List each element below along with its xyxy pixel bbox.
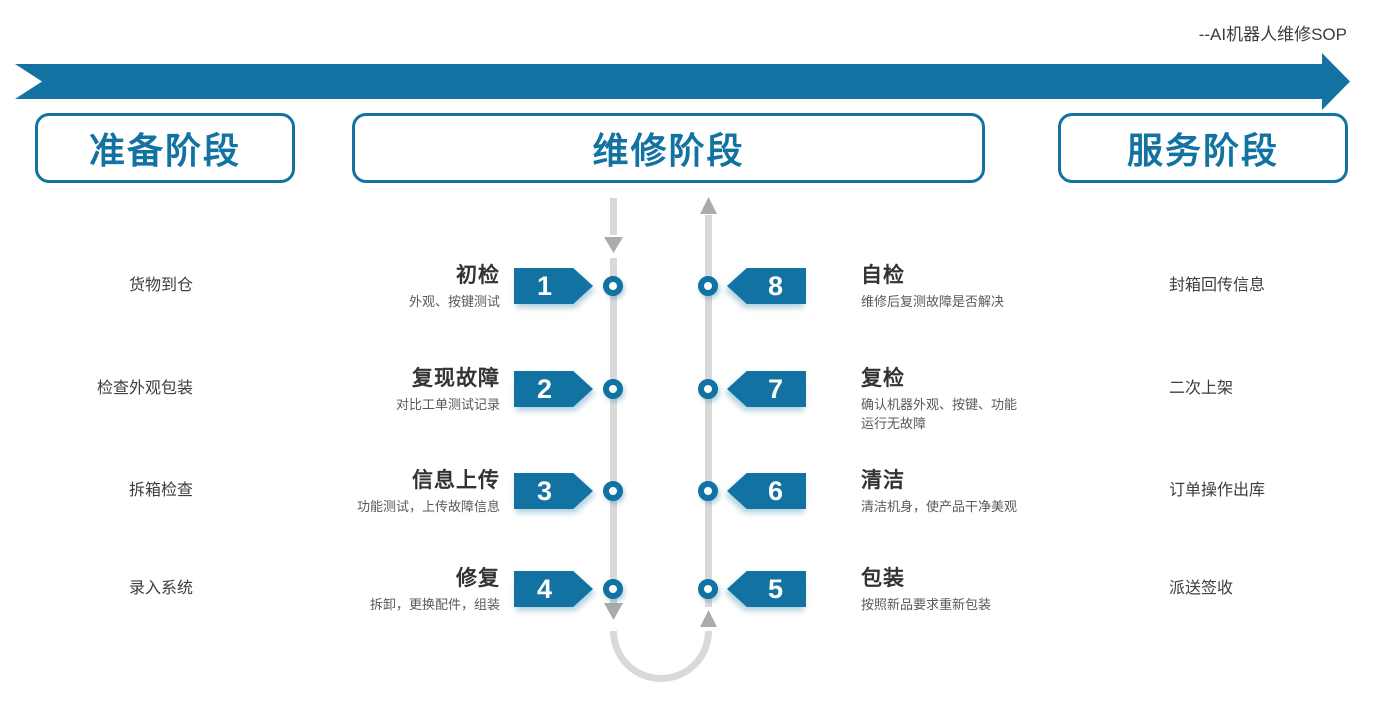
step-text-5: 包装 按照新品要求重新包装	[861, 566, 1121, 614]
badge-number: 1	[514, 268, 593, 304]
step-text-7: 复检 确认机器外观、按键、功能 运行无故障	[861, 366, 1121, 433]
step-badge-6: 6	[727, 473, 806, 509]
step-dot	[698, 481, 718, 501]
badge-number: 6	[727, 473, 806, 509]
step-desc: 清洁机身，使产品干净美观	[861, 499, 1018, 514]
step-dot	[603, 579, 623, 599]
step-badge-7: 7	[727, 371, 806, 407]
step-desc: 外观、按键测试	[408, 294, 500, 309]
step-text-3: 信息上传 功能测试，上传故障信息	[120, 468, 500, 516]
step-text-8: 自检 维修后复测故障是否解决	[861, 263, 1121, 311]
step-title: 包装	[861, 567, 905, 590]
step-text-1: 初检 外观、按键测试	[120, 263, 500, 311]
prep-item-label: 货物到仓	[128, 277, 193, 294]
timeline-arrow-shape	[15, 53, 1350, 110]
badge-number: 7	[727, 371, 806, 407]
step-dot	[698, 276, 718, 296]
step-desc: 按照新品要求重新包装	[861, 597, 992, 612]
up-arrowhead-bottom	[700, 610, 717, 627]
prep-item-label: 录入系统	[128, 580, 193, 597]
doc-tag: --AI机器人维修SOP	[1198, 25, 1347, 44]
step-desc: 功能测试，上传故障信息	[356, 499, 500, 514]
step-dot	[698, 579, 718, 599]
prep-item-label: 检查外观包装	[96, 380, 193, 397]
step-title: 信息上传	[412, 469, 500, 492]
step-desc: 拆卸，更换配件，组装	[369, 597, 500, 612]
step-title: 修复	[456, 567, 500, 590]
step-title: 复检	[861, 367, 905, 390]
step-dot	[603, 276, 623, 296]
step-badge-3: 3	[514, 473, 593, 509]
service-item-label: 派送签收	[1169, 580, 1234, 597]
step-desc: 对比工单测试记录	[395, 397, 500, 412]
prep-item-label: 拆箱检查	[128, 482, 193, 499]
u-turn-arc	[610, 630, 712, 682]
service-item-label: 二次上架	[1169, 380, 1234, 397]
step-text-2: 复现故障 对比工单测试记录	[120, 366, 500, 414]
step-dot	[698, 379, 718, 399]
step-badge-5: 5	[727, 571, 806, 607]
step-badge-8: 8	[727, 268, 806, 304]
step-title: 自检	[861, 264, 905, 287]
step-desc: 确认机器外观、按键、功能 运行无故障	[861, 397, 1018, 431]
badge-number: 8	[727, 268, 806, 304]
service-item-label: 封箱回传信息	[1169, 277, 1266, 294]
step-badge-4: 4	[514, 571, 593, 607]
step-badge-1: 1	[514, 268, 593, 304]
service-item-label: 订单操作出库	[1169, 482, 1266, 499]
down-arrowhead-bottom	[604, 603, 623, 620]
step-dot	[603, 379, 623, 399]
phase-header-service: 服务阶段	[1058, 113, 1348, 183]
badge-number: 5	[727, 571, 806, 607]
step-badge-2: 2	[514, 371, 593, 407]
badge-number: 4	[514, 571, 593, 607]
step-text-6: 清洁 清洁机身，使产品干净美观	[861, 468, 1121, 516]
step-dot	[603, 481, 623, 501]
phase-header-repair: 维修阶段	[352, 113, 985, 183]
badge-number: 2	[514, 371, 593, 407]
step-desc: 维修后复测故障是否解决	[861, 294, 1005, 309]
badge-number: 3	[514, 473, 593, 509]
step-title: 清洁	[861, 469, 905, 492]
down-arrowhead-top	[604, 237, 623, 253]
phase-header-prep: 准备阶段	[35, 113, 295, 183]
step-title: 复现故障	[412, 367, 500, 390]
step-text-4: 修复 拆卸，更换配件，组装	[120, 566, 500, 614]
step-title: 初检	[456, 264, 500, 287]
up-arrowhead-top	[700, 197, 717, 214]
